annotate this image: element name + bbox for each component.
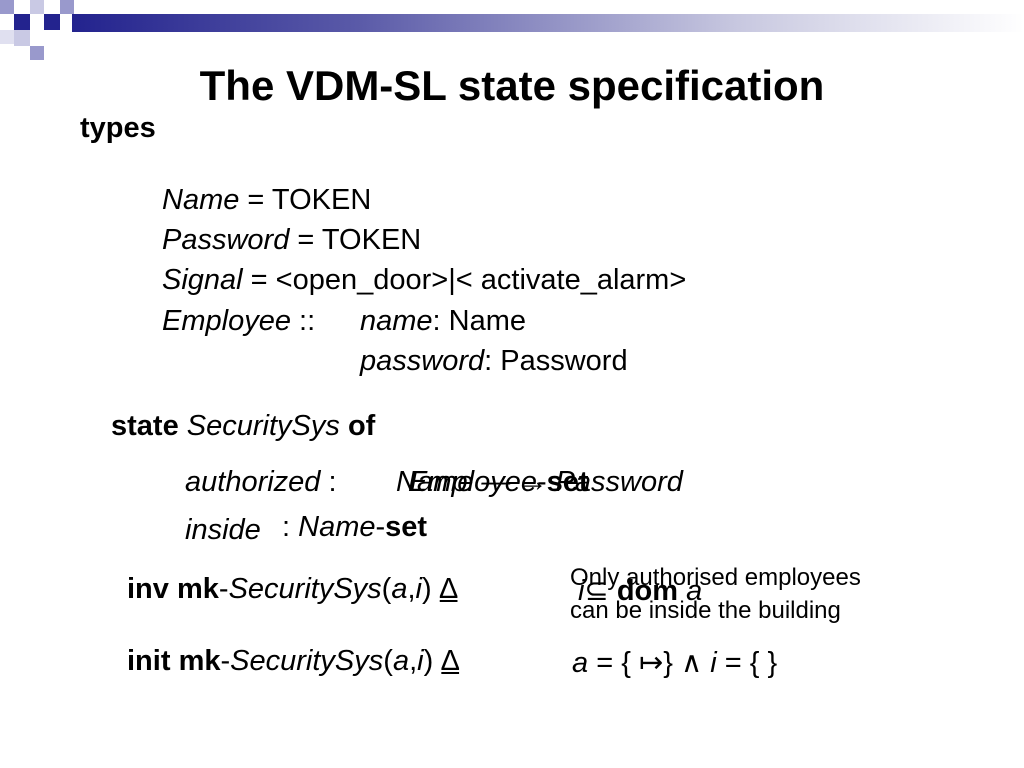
init-fn-name: SecuritySys: [230, 645, 384, 677]
employee-field-password: password: Password: [360, 345, 628, 378]
inside-type: Name: [298, 511, 376, 543]
field-name-type: : Name: [432, 305, 527, 337]
header-square: [30, 46, 44, 60]
inside-set-keyword: set: [385, 511, 428, 543]
dom-keyword: dom: [616, 575, 679, 607]
note-line-1: Only authorised employees: [570, 564, 861, 591]
field-name-label: name: [360, 305, 433, 337]
inv-open-paren: (: [381, 573, 392, 605]
init-param-i: i: [417, 645, 424, 677]
inv-close-paren: ): [422, 573, 432, 605]
init-expr-mid2: }: [663, 647, 681, 679]
inv-comma: ,: [407, 573, 416, 605]
types-keyword: types: [80, 112, 156, 144]
inv-param-a: a: [391, 573, 408, 605]
authorized-dash: -: [536, 466, 547, 498]
init-expr-a: a: [572, 647, 589, 679]
note-line-2: can be inside the building: [570, 597, 841, 624]
authorized-colon: :: [320, 466, 337, 498]
type-signal-lhs: Signal: [162, 264, 243, 296]
header-square: [44, 14, 60, 30]
employee-field-name: name: Name: [360, 305, 526, 338]
type-employee-sep: ::: [290, 305, 316, 337]
inv-fn-name: SecuritySys: [228, 573, 382, 605]
state-field-authorized: authorized :: [185, 466, 337, 499]
authorized-label: authorized: [185, 466, 321, 498]
field-password-label: password: [360, 345, 485, 377]
inside-type-expr: : Name-set: [282, 511, 427, 544]
init-expression: a = { ↦} ∧ i = { }: [572, 645, 777, 680]
init-close-paren: ): [423, 645, 434, 677]
subseteq-symbol: ⊆: [584, 575, 609, 607]
inside-label: inside: [185, 514, 261, 546]
init-expr-end: = { }: [716, 647, 778, 679]
type-employee-lhs: Employee: [162, 305, 291, 337]
init-dash: -: [220, 645, 231, 677]
authorized-set-keyword: set: [546, 466, 589, 498]
type-def-name: Name = TOKEN: [162, 184, 371, 217]
inside-dash: -: [375, 511, 386, 543]
header-square: [60, 0, 74, 14]
header-square: [30, 0, 44, 14]
inv-keyword: inv: [127, 573, 169, 605]
header-square: [14, 30, 30, 46]
state-of-keyword: of: [347, 410, 376, 442]
init-open-paren: (: [383, 645, 393, 677]
state-keyword: state: [111, 410, 179, 442]
state-field-inside: inside: [185, 514, 261, 547]
init-expr-mid: = {: [588, 647, 639, 679]
type-password-lhs: Password: [162, 224, 290, 256]
maplet-symbol: ↦: [638, 647, 664, 679]
init-param-a: a: [392, 645, 410, 677]
slide-title: The VDM-SL state specification: [199, 62, 825, 109]
init-mk-keyword: mk: [178, 645, 221, 677]
inside-colon: :: [282, 511, 299, 543]
init-keyword: init: [127, 645, 171, 677]
inv-param-i: i: [415, 573, 422, 605]
header-gradient-bar: [72, 14, 1024, 32]
init-comma: ,: [409, 645, 418, 677]
type-name-rhs: = TOKEN: [239, 184, 372, 216]
type-name-lhs: Name: [162, 184, 240, 216]
logical-and-symbol: ∧: [681, 647, 703, 679]
invariant-expression: i⊆ dom a: [578, 573, 702, 608]
header-square: [0, 0, 14, 14]
state-header: state SecuritySys of: [111, 410, 375, 443]
type-signal-rhs: = <open_door>|< activate_alarm>: [242, 264, 687, 296]
authorized-new-type: Employee: [408, 466, 537, 498]
state-name: SecuritySys: [186, 410, 340, 442]
type-def-employee: Employee ::: [162, 305, 315, 338]
type-password-rhs: = TOKEN: [289, 224, 422, 256]
inv-expr-a: a: [686, 575, 703, 607]
annotation-note: Only authorised employees can be inside …: [570, 561, 861, 627]
authorized-old-tail: — → Password: [473, 466, 683, 498]
init-expr-i: i: [710, 647, 717, 679]
init-delta-symbol: ∆: [441, 645, 460, 677]
type-def-signal: Signal = <open_door>|< activate_alarm>: [162, 264, 686, 297]
inv-mk-keyword: mk: [176, 573, 219, 605]
authorized-type-new: Employee-set: [408, 466, 589, 499]
authorized-type-old: Name — → Password: [396, 466, 683, 499]
invariant-signature: inv mk-SecuritySys(a,i) ∆: [127, 573, 457, 606]
init-signature: init mk-SecuritySys(a,i) ∆: [127, 645, 459, 678]
authorized-old-domain: Name: [396, 466, 474, 498]
inv-delta-symbol: ∆: [439, 573, 458, 605]
type-def-password: Password = TOKEN: [162, 224, 421, 257]
field-password-type: : Password: [484, 345, 628, 377]
inv-dash: -: [218, 573, 229, 605]
header-square: [14, 14, 30, 30]
inv-expr-i: i: [578, 575, 585, 607]
header-square: [0, 30, 14, 44]
